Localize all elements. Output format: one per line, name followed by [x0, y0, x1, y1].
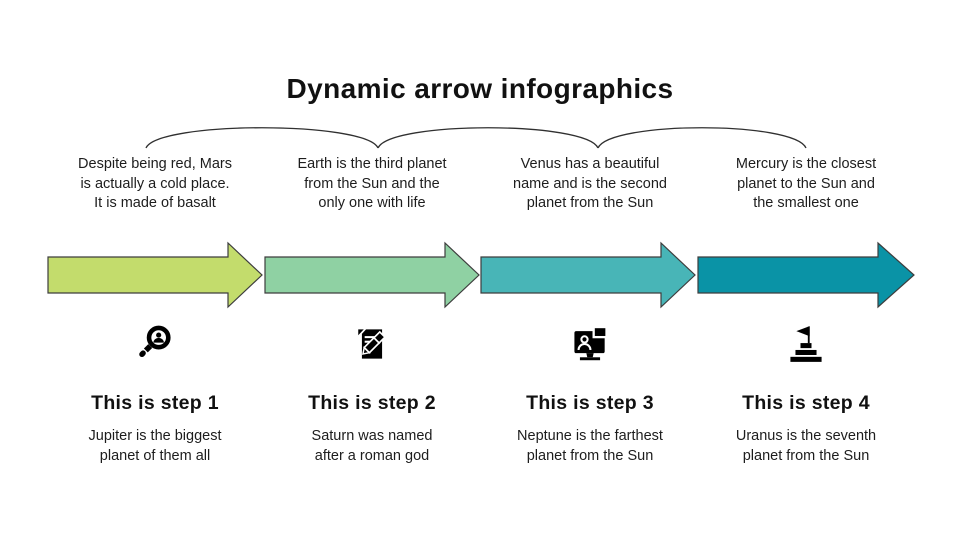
step-4-label: This is step 4 [742, 392, 870, 414]
step-1-label: This is step 1 [91, 392, 219, 414]
step-2-top-text: Earth is the third planet from the Sun a… [297, 156, 447, 211]
step-2-description: Saturn was named after a roman god [311, 428, 433, 464]
arrow-step-3 [480, 241, 696, 309]
monitor-person-icon [574, 325, 608, 361]
step-2-icon-box [262, 320, 482, 368]
step-1-description: Jupiter is the biggest planet of them al… [88, 428, 222, 464]
brace-arcs [145, 127, 807, 149]
step-1-icon-box [45, 320, 265, 368]
step-3-label: This is step 3 [526, 392, 654, 414]
step-4-top-text: Mercury is the closest planet to the Sun… [735, 156, 877, 211]
step-4-description: Uranus is the seventh planet from the Su… [735, 428, 877, 464]
edit-document-icon [358, 329, 387, 359]
step-3-top-text: Venus has a beautiful name and is the se… [513, 156, 667, 211]
step-3-description: Neptune is the farthest planet from the … [517, 428, 663, 464]
step-3-icon-box [480, 320, 700, 368]
step-4-icon-box [696, 320, 916, 368]
arrow-step-2 [264, 241, 480, 309]
arrow-step-1 [47, 241, 263, 309]
brace-arc-1 [145, 127, 379, 149]
steps-flag-icon [790, 326, 822, 362]
arrow-step-4 [697, 241, 915, 309]
search-person-icon [139, 325, 171, 358]
step-1-top-text: Despite being red, Mars is actually a co… [78, 156, 232, 211]
brace-arc-2 [377, 127, 599, 149]
slide-title: Dynamic arrow infographics [286, 72, 674, 104]
brace-arc-3 [597, 127, 807, 149]
step-2-label: This is step 2 [308, 392, 436, 414]
arrow-band [47, 241, 915, 309]
